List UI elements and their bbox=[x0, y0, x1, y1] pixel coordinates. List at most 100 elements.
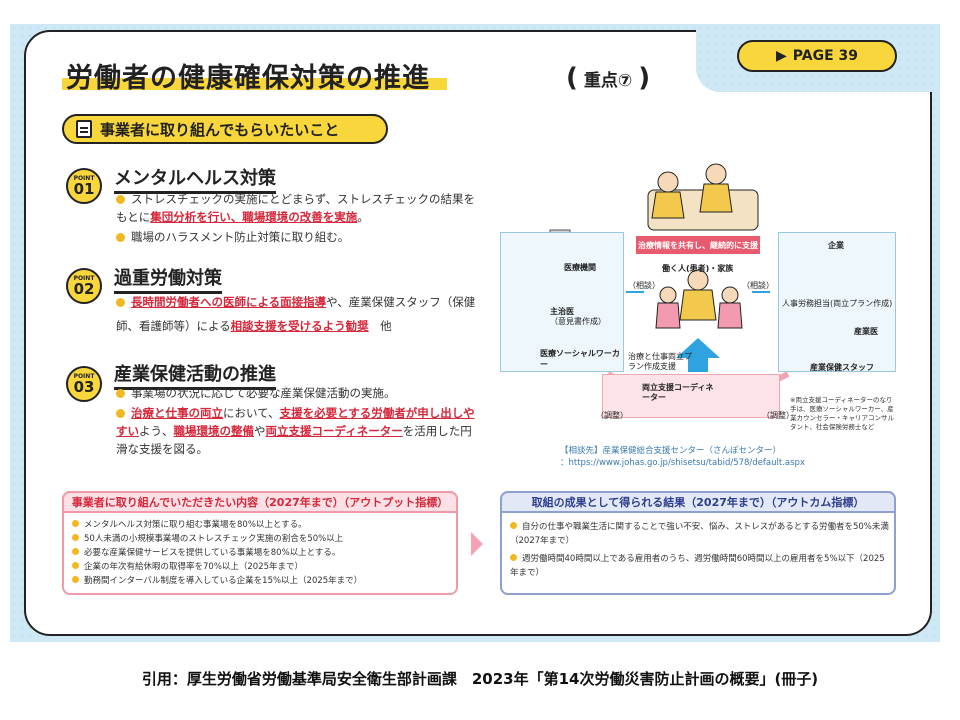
occ-doctor-label: 産業医 bbox=[854, 327, 878, 336]
point-number: 03 bbox=[73, 378, 95, 396]
heading-text: メンタルヘルス対策 bbox=[114, 168, 276, 189]
point-badge-02: POINT 02 bbox=[66, 268, 102, 304]
text: 他 bbox=[368, 319, 392, 333]
meeting-illustration bbox=[647, 163, 759, 231]
list-item: 必要な産業保健サービスを提供している事業場を80%以上とする。 bbox=[72, 546, 452, 560]
memo-icon bbox=[76, 120, 92, 138]
section-heading-overwork: 過重労働対策 bbox=[114, 264, 222, 294]
page-label-button[interactable]: ▶ PAGE 39 bbox=[737, 40, 897, 72]
consult-left-label: （相談） bbox=[628, 281, 660, 290]
section-heading-mental-health: メンタルヘルス対策 bbox=[114, 164, 276, 194]
point02-bullet-1: 長時間労働者への医師による面接指導や、産業保健スタッフ（保健師、看護師等）による… bbox=[116, 290, 482, 338]
output-indicator-list: メンタルヘルス対策に取り組む事業場を80%以上とする。 50人未満の小規模事業場… bbox=[72, 518, 452, 588]
worker-label: 働く人(患者)・家族 bbox=[662, 264, 734, 273]
point-badge-03: POINT 03 bbox=[66, 366, 102, 402]
consult-url-link[interactable]: ：https://www.johas.go.jp/shisetsu/tabid/… bbox=[560, 458, 805, 468]
bullet-dot-icon bbox=[72, 520, 79, 527]
bullet-dot-icon bbox=[72, 534, 79, 541]
coordinator-box bbox=[602, 374, 780, 418]
bullet-dot-icon bbox=[116, 195, 125, 204]
bullet-dot-icon bbox=[116, 409, 125, 418]
medical-label: 医療機関 bbox=[564, 263, 596, 272]
text: よう、 bbox=[139, 424, 174, 438]
text: 。 bbox=[357, 210, 369, 224]
text: や bbox=[254, 424, 266, 438]
list-item: 週労働時間40時間以上である雇用者のうち、週労働時間60時間以上の雇用者を5%以… bbox=[510, 554, 885, 578]
chevron-right-icon bbox=[471, 532, 483, 556]
up-arrow-icon bbox=[676, 338, 720, 372]
subheading: 事業者に取り組んでもらいたいこと bbox=[100, 120, 340, 139]
hr-label: 人事労務担当(両立プラン作成) bbox=[782, 299, 893, 308]
priority-badge: ( 重点⑦ ) bbox=[566, 63, 650, 93]
section-heading-occupational-health: 産業保健活動の推進 bbox=[114, 360, 276, 390]
list-item: 自分の仕事や職業生活に関することで強い不安、悩み、ストレスがあるとする労働者を5… bbox=[510, 522, 889, 546]
bullet-dot-icon bbox=[72, 576, 79, 583]
bullet-dot-icon bbox=[510, 554, 517, 561]
emphasis-text: 両立支援コーディネーター bbox=[265, 424, 403, 438]
emphasis-text: 治療と仕事の両立 bbox=[131, 406, 223, 420]
medical-institution-box bbox=[500, 232, 624, 372]
outcome-indicator-heading: 取組の成果として得られる結果（2027年まで）（アウトカム指標） bbox=[500, 491, 896, 513]
text: を活用した円滑な支援を図る。 bbox=[116, 424, 472, 456]
left-bracket-icon: ( bbox=[566, 63, 578, 93]
outcome-indicator-list: 自分の仕事や職業生活に関することで強い不安、悩み、ストレスがあるとする労働者を5… bbox=[510, 520, 890, 580]
bullet-dot-icon bbox=[116, 233, 125, 242]
bullet-dot-icon bbox=[72, 562, 79, 569]
text: や、産業保健スタッフ（保健師、看護師等）による bbox=[116, 295, 476, 333]
subheading-banner: 事業者に取り組んでもらいたいこと bbox=[62, 114, 388, 144]
point01-bullet-1: ストレスチェックの実施にとどまらず、ストレスチェックの結果をもとに集団分析を行い… bbox=[116, 190, 482, 226]
bullet-dot-icon bbox=[116, 389, 125, 398]
play-icon: ▶ bbox=[775, 48, 787, 64]
point01-bullet-2: 職場のハラスメント防止対策に取り組む。 bbox=[116, 228, 482, 246]
citation-caption: 引用：厚生労働省労働基準局安全衛生部計画課 2023年「第14次労働災害防止計画… bbox=[141, 670, 819, 688]
occ-staff-label: 産業保健スタッフ bbox=[810, 363, 874, 372]
company-box bbox=[778, 232, 896, 372]
list-item: メンタルヘルス対策に取り組む事業場を80%以上とする。 bbox=[72, 518, 452, 532]
company-label: 企業 bbox=[828, 241, 844, 250]
info-share-banner: 治療情報を共有し、継続的に支援 bbox=[636, 236, 760, 254]
coordinator-label: 両立支援コーディネーター bbox=[642, 383, 714, 402]
list-item: 50人未満の小規模事業場のストレスチェック実施の割合を50%以上 bbox=[72, 532, 452, 546]
adjust-right-label: （調整） bbox=[762, 411, 794, 420]
point-label: POINT bbox=[73, 175, 95, 182]
priority-label: 重点⑦ bbox=[583, 70, 633, 91]
point-badge-01: POINT 01 bbox=[66, 168, 102, 204]
point-number: 02 bbox=[73, 280, 95, 298]
adjust-left-label: （調整） bbox=[596, 411, 628, 420]
text: において、 bbox=[223, 406, 280, 420]
coordinator-note: ※両立支援コーディネーターのなり手は、医療ソーシャルワーカー、産業カウンセラー・… bbox=[790, 396, 894, 431]
point-number: 01 bbox=[73, 180, 95, 198]
text: ストレスチェックの実施にとどまらず、ストレスチェックの結果をもとに bbox=[116, 192, 475, 224]
msw-label: 医療ソーシャルワーカー bbox=[540, 349, 620, 369]
emphasis-text: 職場環境の整備 bbox=[173, 424, 255, 438]
text: 事業場の状況に応じて必要な産業保健活動の実施。 bbox=[131, 386, 396, 400]
bullet-dot-icon bbox=[72, 548, 79, 555]
point-label: POINT bbox=[73, 275, 95, 282]
emphasis-text: 支援を必要とする bbox=[279, 406, 372, 420]
worker-family-illustration bbox=[655, 269, 743, 329]
consult-right-label: （相談） bbox=[742, 281, 774, 290]
heading-text: 過重労働対策 bbox=[114, 268, 222, 289]
emphasis-text: 長時間労働者への医師による面接指導 bbox=[131, 295, 327, 309]
output-indicator-heading: 事業者に取り組んでいただきたい内容（2027年まで）（アウトプット指標） bbox=[62, 491, 458, 513]
bullet-dot-icon bbox=[510, 522, 517, 529]
emphasis-text: 集団分析を行い、職場環境の改善を実施 bbox=[150, 210, 358, 224]
consult-title: 【相談先】産業保健総合支援センター（さんぽセンター） bbox=[560, 446, 782, 456]
point-label: POINT bbox=[73, 373, 95, 380]
right-bracket-icon: ) bbox=[638, 63, 651, 93]
consult-info: 【相談先】産業保健総合支援センター（さんぽセンター） ：https://www.… bbox=[560, 445, 805, 469]
doctor-sub-label: （意見書作成） bbox=[550, 317, 606, 326]
plan-support-label: 治療と仕事両立プラン作成支援 bbox=[628, 352, 692, 371]
emphasis-text: 労働者が申し出しやすい bbox=[116, 406, 475, 438]
emphasis-text: 相談支援を受けるよう勧奨 bbox=[230, 319, 369, 333]
bullet-dot-icon bbox=[116, 298, 125, 307]
text: 職場のハラスメント防止対策に取り組む。 bbox=[131, 230, 350, 244]
list-item: 勤務間インターバル制度を導入している企業を15%以上（2025年まで） bbox=[72, 574, 452, 588]
doctor-label: 主治医 bbox=[550, 307, 574, 316]
page-label: PAGE 39 bbox=[792, 48, 858, 64]
list-item: 企業の年次有給休暇の取得率を70%以上（2025年まで） bbox=[72, 560, 452, 574]
heading-text: 産業保健活動の推進 bbox=[114, 364, 276, 385]
point03-bullet-1: 事業場の状況に応じて必要な産業保健活動の実施。 bbox=[116, 384, 482, 402]
point03-bullet-2: 治療と仕事の両立において、支援を必要とする労働者が申し出しやすいよう、職場環境の… bbox=[116, 404, 482, 458]
title-highlight bbox=[62, 78, 447, 90]
